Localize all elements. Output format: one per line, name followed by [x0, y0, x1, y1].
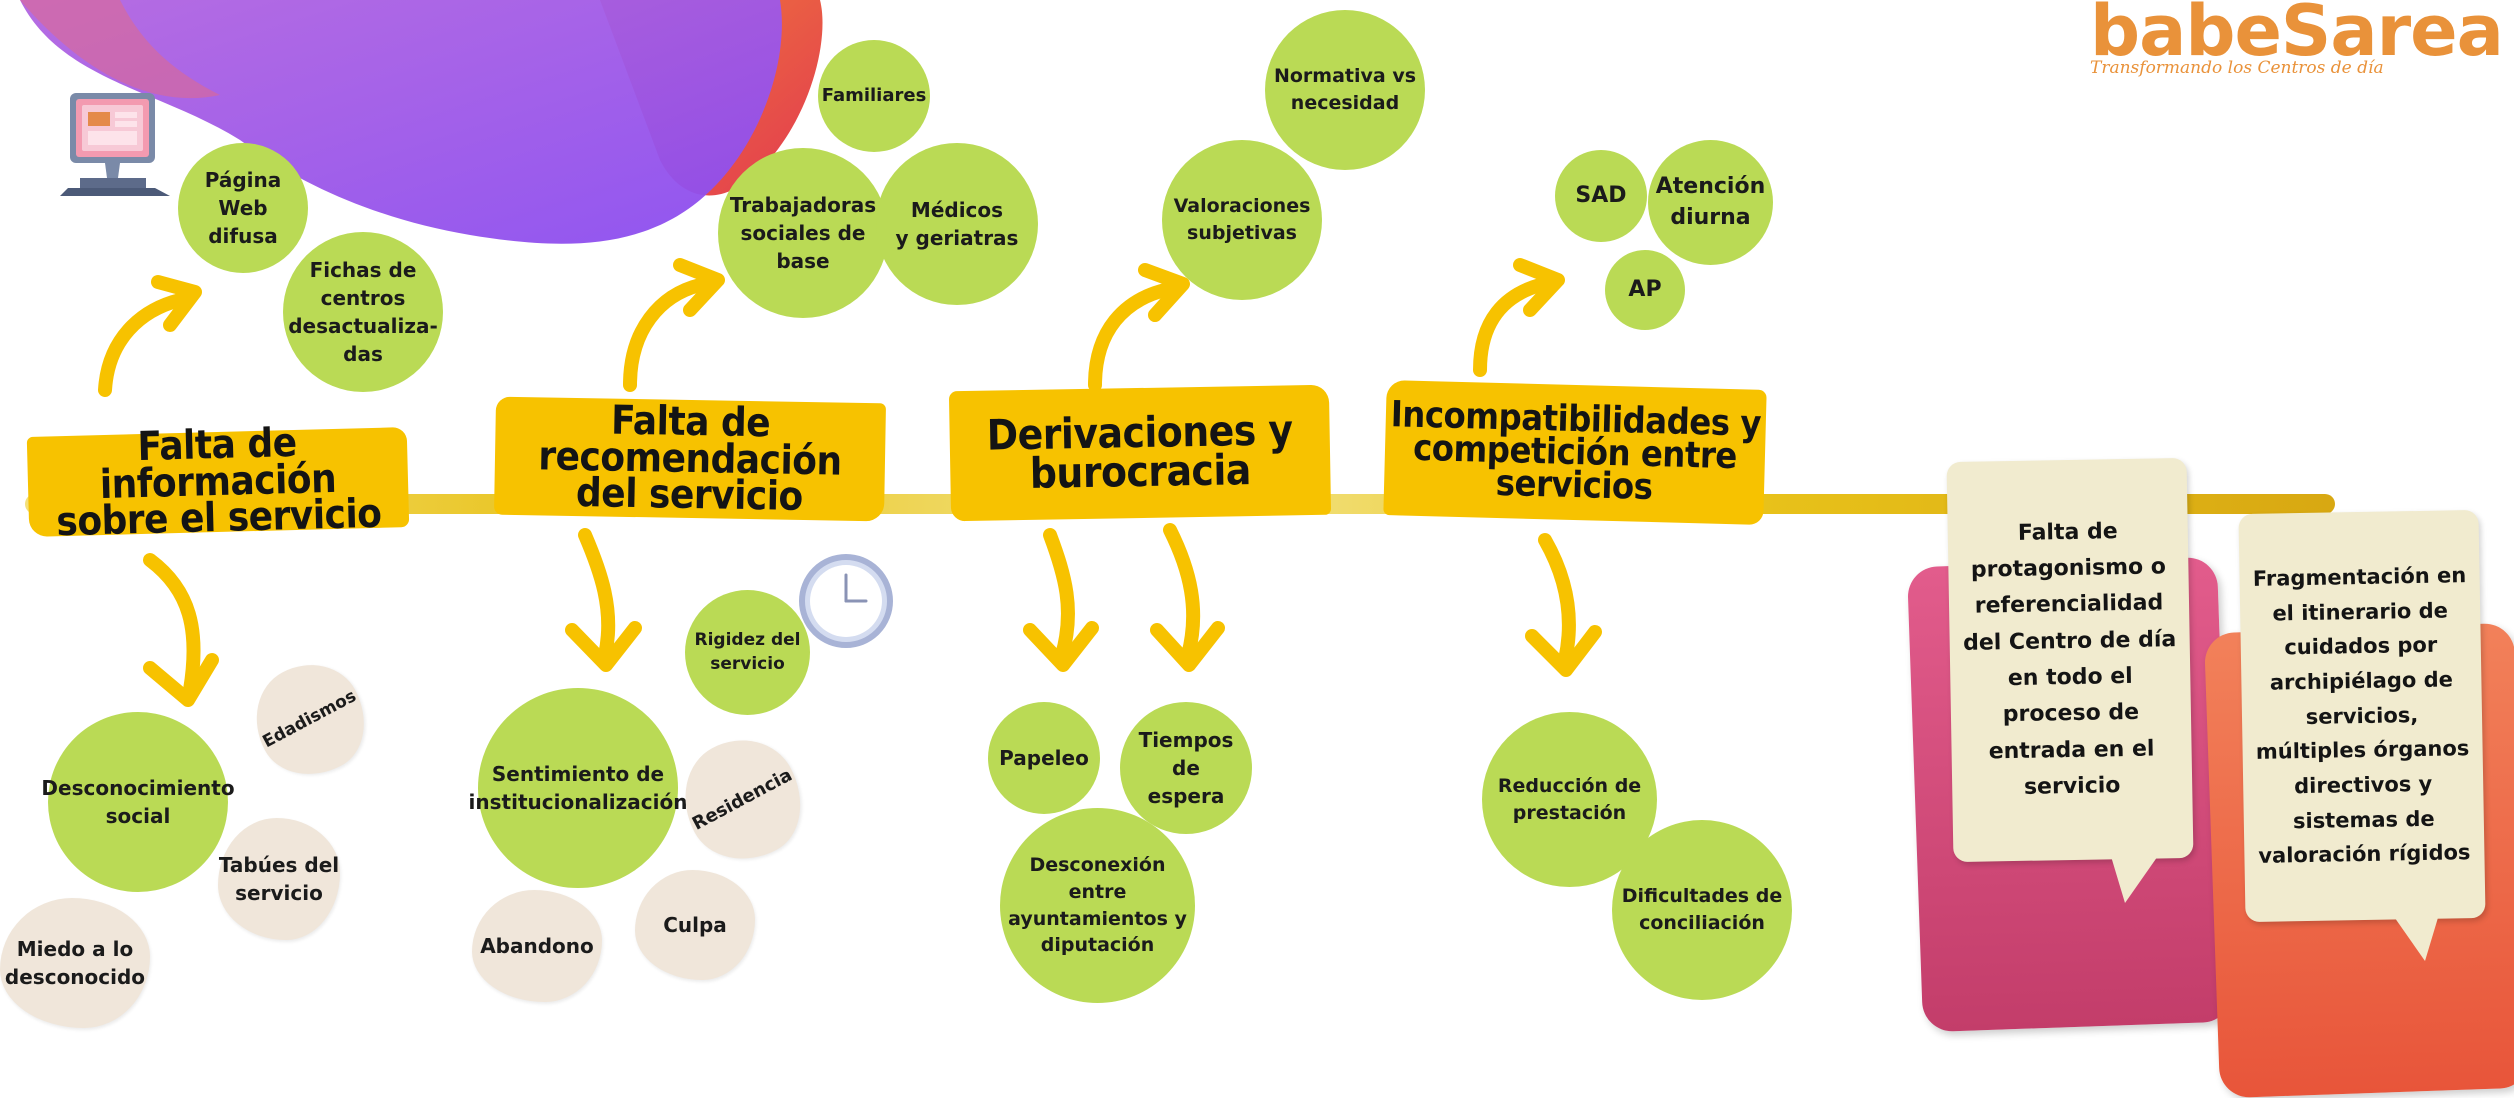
arrow-down-1: [143, 553, 201, 697]
purple-blob: [20, 0, 782, 244]
clock-icon: [799, 554, 893, 648]
cause-circle: Valoraciones subjetivas: [1162, 140, 1322, 300]
arrowhead-down-3b: [1150, 621, 1225, 672]
arrowhead-up-4: [1513, 258, 1565, 317]
cause-bubble: Miedo a lo desconocido: [0, 898, 150, 1028]
cause-circle: Dificultades de conciliación: [1612, 820, 1792, 1000]
outcome-callout-1: Falta de protagonismo o referencialidad …: [1946, 457, 2194, 863]
cause-circle: Familiares: [818, 40, 930, 152]
cause-circle: Desconocimiento social: [41, 712, 235, 892]
arrow-up-2: [623, 278, 707, 392]
arrowhead-up-3: [1138, 263, 1190, 322]
computer-icon: [60, 93, 170, 196]
callout-tail-1: [2110, 853, 2160, 903]
cause-circle: Atención diurna: [1648, 140, 1773, 265]
cause-circle: Trabajadoras sociales de base: [718, 148, 888, 318]
arrowhead-down-1: [143, 653, 219, 707]
cause-circle: Desconexión entre ayuntamientos y diputa…: [1000, 808, 1195, 1003]
cause-bubble: Culpa: [635, 870, 755, 980]
cause-circle: Sentimiento de institucionalización: [469, 688, 687, 888]
cause-circle: Tiempos de espera: [1120, 702, 1252, 834]
arrow-down-3b: [1163, 523, 1201, 662]
banner-section-1: Falta de información sobre el servicio: [26, 420, 410, 546]
arrowhead-down-2: [565, 621, 642, 672]
banner-section-2: Falta de recomendación del servicio: [494, 396, 886, 522]
banner-section-3: Derivaciones y burocracia: [948, 384, 1332, 522]
cause-circle: Fichas de centros desactualiza- das: [283, 232, 443, 392]
cause-circle: Papeleo: [988, 702, 1100, 814]
pink-blob: [20, 0, 220, 99]
arrow-up-1: [98, 293, 187, 397]
arrowhead-up-1: [151, 275, 202, 332]
callout-tail-2: [2390, 911, 2440, 961]
arrowhead-down-3a: [1023, 621, 1099, 672]
cause-circle: SAD: [1555, 150, 1647, 242]
arrow-up-3: [1088, 283, 1172, 392]
banner-section-4: Incompatibilidades y competición entre s…: [1383, 380, 1767, 525]
arrowhead-down-4: [1525, 625, 1602, 677]
arrow-up-4: [1473, 278, 1547, 377]
outcome-callout-2: Fragmentación en el itinerario de cuidad…: [2238, 509, 2486, 923]
arrowhead-up-2: [673, 258, 725, 317]
arrow-down-4: [1538, 533, 1576, 667]
cause-bubble: Abandono: [472, 890, 602, 1002]
cause-circle: Médicos y geriatras: [876, 143, 1038, 305]
logo-tagline: Transformando los Centros de día: [2090, 58, 2384, 78]
arrow-down-2: [578, 528, 616, 662]
cause-bubble: Tabúes del servicio: [218, 818, 340, 940]
cause-circle: Rigidez del servicio: [685, 590, 810, 715]
decorative-blobs: [20, 0, 823, 244]
cause-circle: AP: [1605, 250, 1685, 330]
arrow-down-3a: [1043, 528, 1075, 662]
cause-circle: Página Web difusa: [178, 143, 308, 273]
cause-circle: Normativa vs necesidad: [1265, 10, 1425, 170]
